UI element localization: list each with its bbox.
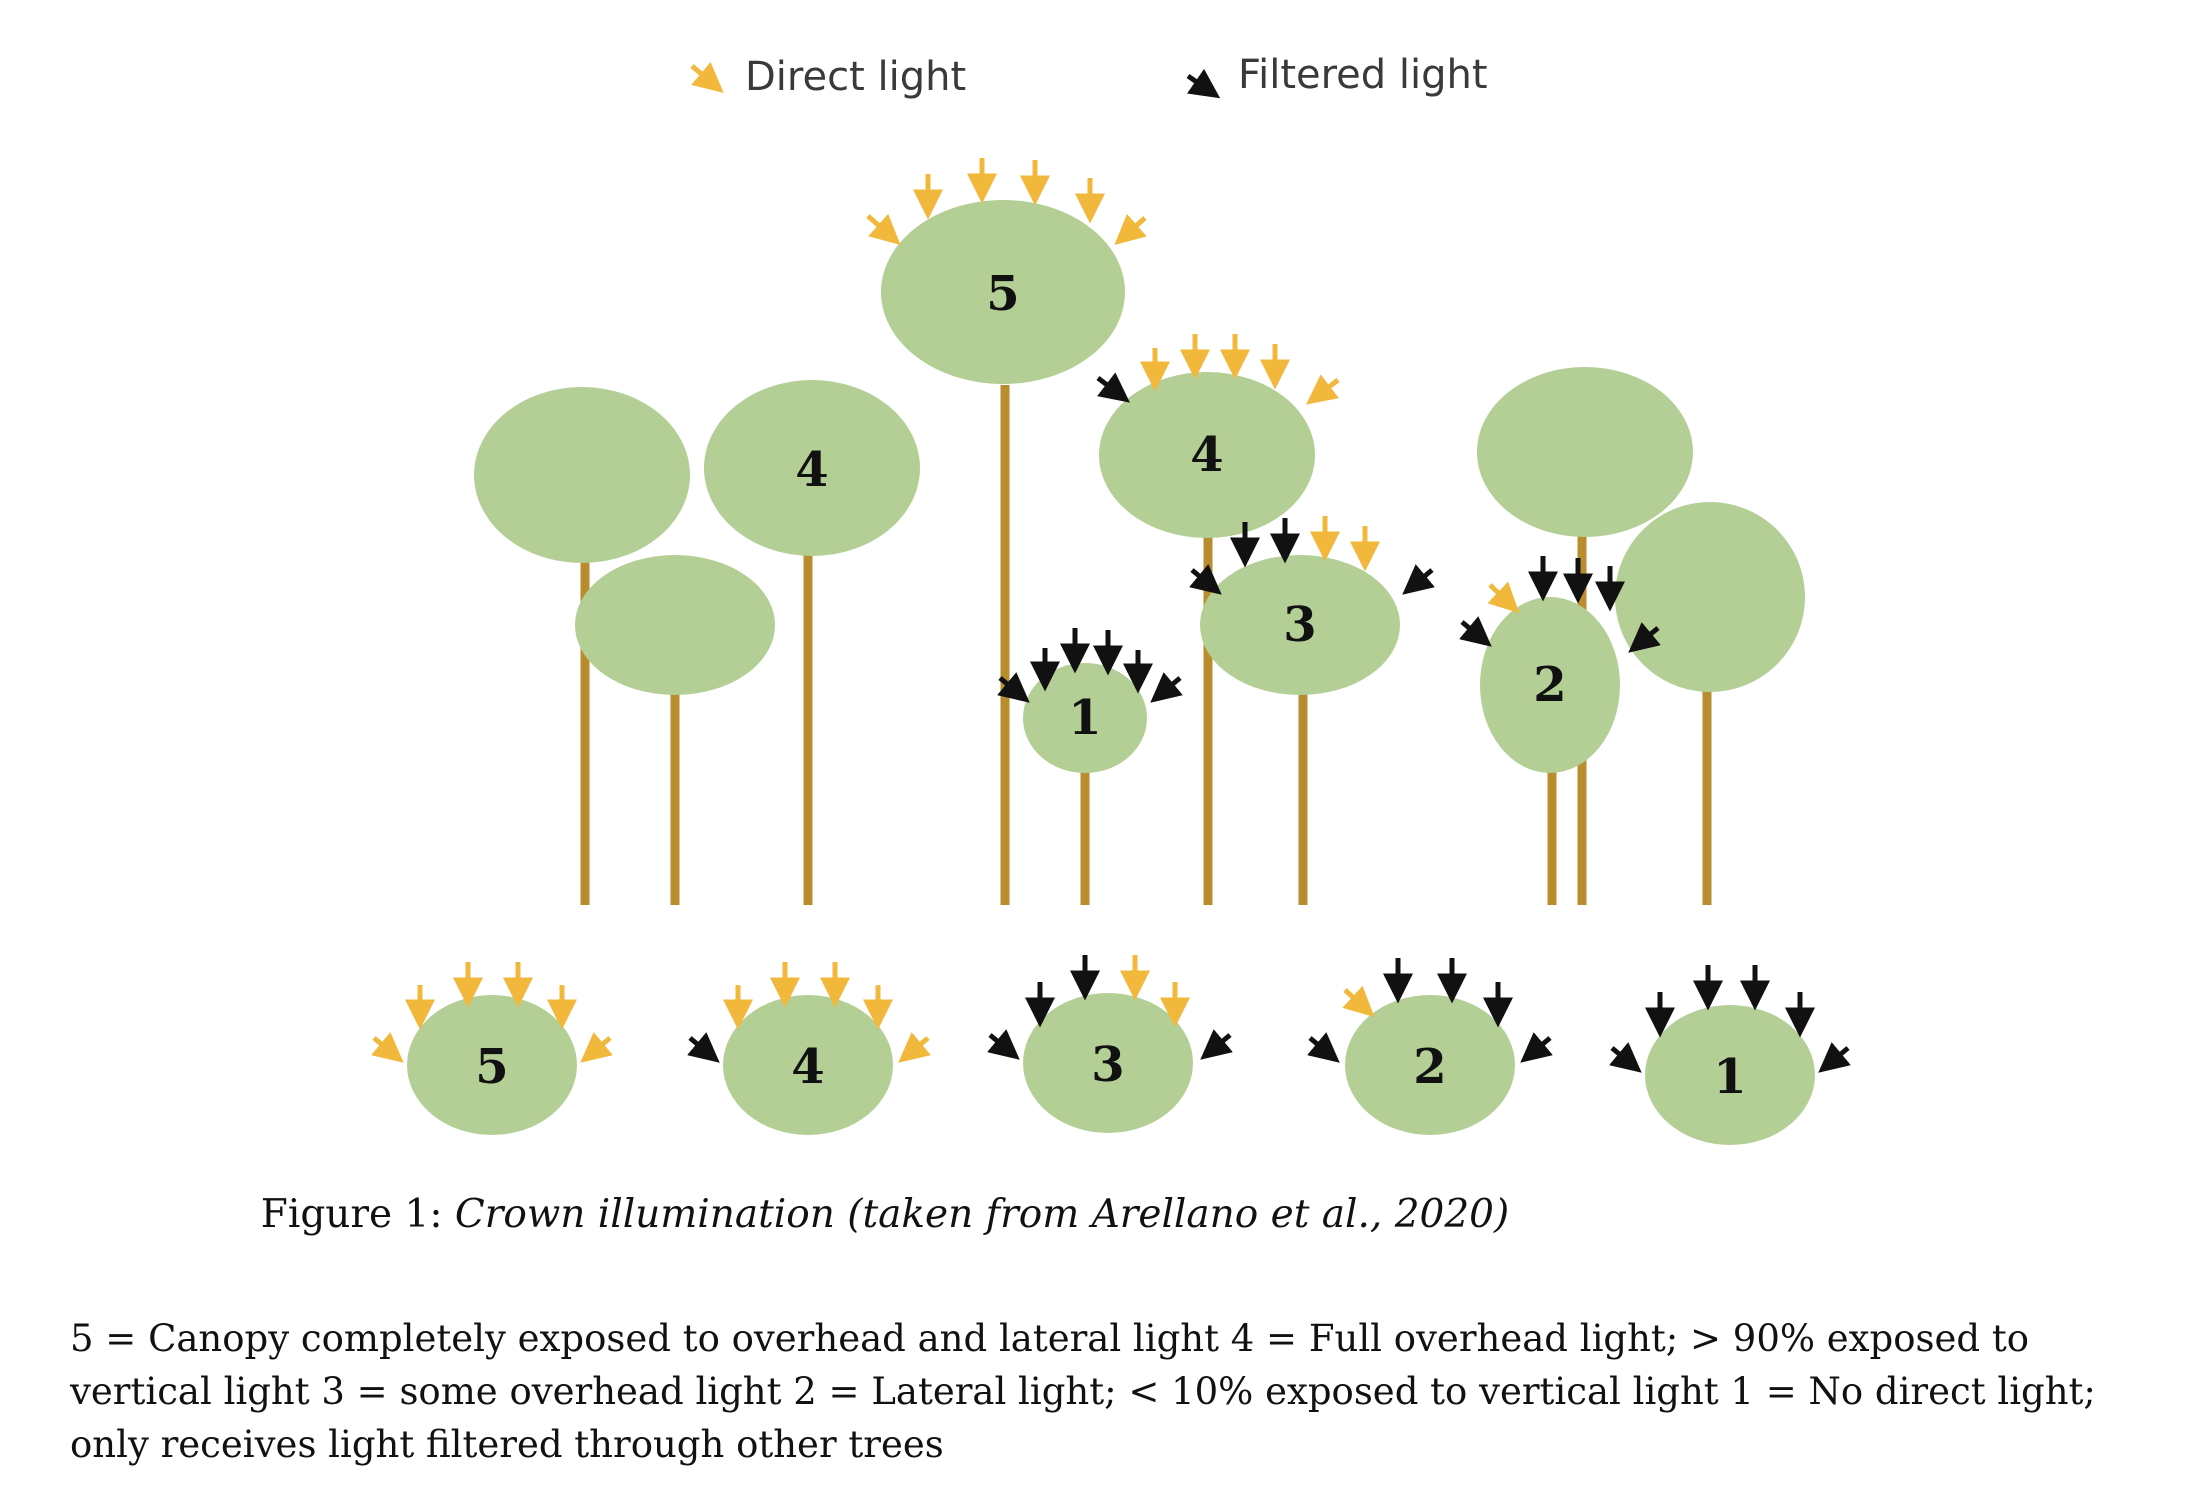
figure-caption-text: Crown illumination (taken from Arellano …	[454, 1192, 1510, 1237]
crown-5	[881, 200, 1125, 384]
crown-5-label: 5	[986, 266, 1019, 322]
scale-crown-3	[1023, 993, 1193, 1133]
description-line: only receives light filtered through oth…	[70, 1423, 944, 1466]
scale-crown-1-label: 1	[1713, 1049, 1746, 1105]
direct-light-arrow	[1342, 985, 1375, 1018]
legend: Direct light Filtered light	[690, 52, 1488, 100]
crown-3-label: 3	[1283, 597, 1316, 653]
scale-crown-2	[1345, 995, 1515, 1135]
illumination-description: 5 = Canopy completely exposed to overhea…	[70, 1312, 2150, 1471]
crown-2	[1480, 597, 1620, 773]
crown-4-left	[704, 380, 920, 556]
direct-light-arrow	[1306, 374, 1340, 405]
figure-number: Figure 1:	[260, 1192, 443, 1237]
illumination-scale: 5 4 3 2 1	[371, 955, 1851, 1145]
filtered-light-arrow	[1628, 622, 1661, 653]
scale-crown-4	[723, 995, 893, 1135]
description-line: vertical light 3 = some overhead light 2…	[70, 1370, 2096, 1413]
crown-4-center-label: 4	[1190, 427, 1223, 483]
filtered-light-arrow	[1520, 1032, 1553, 1063]
filtered-light-arrow	[1818, 1042, 1851, 1073]
crown-illumination-diagram: Direct light Filtered light 5 4 4 3 2	[371, 52, 1851, 1145]
forest-crown-labels: 5 4 4 3 2 1	[795, 266, 1566, 746]
scale-crown-2-label: 2	[1413, 1039, 1446, 1095]
crown-2-label: 2	[1533, 657, 1566, 713]
crown-unlabeled	[1477, 367, 1693, 537]
forest-light-arrows	[866, 158, 1661, 703]
direct-light-arrow	[1114, 213, 1147, 245]
filtered-light-legend-arrow	[1186, 68, 1221, 99]
description-line: 5 = Canopy completely exposed to overhea…	[70, 1317, 2029, 1360]
direct-light-arrow	[898, 1032, 931, 1063]
scale-crown-3-label: 3	[1091, 1037, 1124, 1093]
filtered-light-arrow	[1459, 616, 1492, 647]
crown-4-left-label: 4	[795, 442, 828, 498]
filtered-light-arrow	[1189, 564, 1222, 595]
filtered-light-arrow	[1096, 372, 1130, 403]
crown-1-label: 1	[1068, 690, 1101, 746]
scale-crown-4-label: 4	[791, 1039, 824, 1095]
crown-unlabeled	[474, 387, 690, 563]
direct-light-legend-arrow	[690, 62, 724, 93]
figure-caption: Figure 1: Crown illumination (taken from…	[0, 1192, 1770, 1237]
crown-unlabeled	[1615, 502, 1805, 692]
direct-light-arrow	[866, 213, 901, 245]
filtered-light-arrow	[687, 1032, 720, 1063]
filtered-light-arrow	[1307, 1032, 1340, 1063]
scale-crown-5	[407, 995, 577, 1135]
filtered-light-arrow	[1402, 564, 1435, 595]
direct-light-arrow	[580, 1032, 613, 1063]
filtered-light-arrow	[1609, 1042, 1642, 1073]
direct-light-arrow	[371, 1032, 404, 1063]
scale-crown-5-label: 5	[475, 1039, 508, 1095]
direct-light-arrow	[1487, 581, 1520, 614]
filtered-light-legend-label: Filtered light	[1238, 52, 1488, 98]
direct-light-legend-label: Direct light	[745, 54, 966, 100]
filtered-light-arrow	[1150, 672, 1183, 703]
crown-4-center	[1099, 372, 1315, 538]
filtered-light-arrow	[1200, 1029, 1233, 1060]
filtered-light-arrow	[997, 672, 1030, 703]
filtered-light-arrow	[987, 1029, 1020, 1060]
scale-crown-1	[1645, 1005, 1815, 1145]
crown-unlabeled	[575, 555, 775, 695]
forest-crowns	[474, 200, 1805, 773]
crown-3	[1200, 555, 1400, 695]
